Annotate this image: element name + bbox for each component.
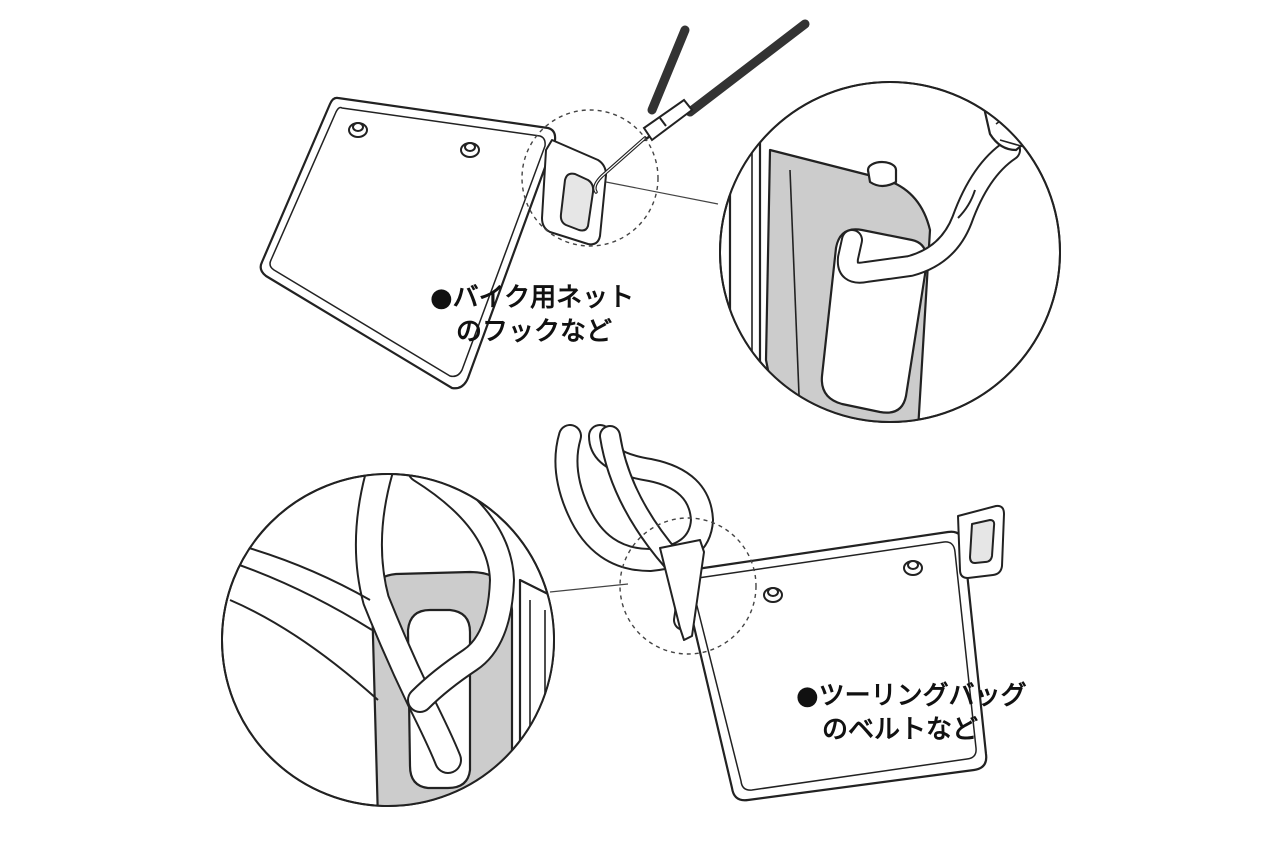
bottom-hook-bracket	[659, 539, 705, 641]
bottom-leader-line	[549, 583, 629, 593]
top-plate-bolt-2	[460, 142, 480, 158]
top-hook-bracket	[541, 139, 607, 246]
top-focus-circle	[521, 109, 659, 247]
top-hook-clip	[642, 98, 694, 142]
label-touring-bag-belt-line2: のベルトなど	[822, 714, 979, 745]
top-plate-bolt-1	[348, 122, 368, 138]
label-bike-net-hook: ●バイク用ネット のフックなど	[430, 282, 634, 350]
top-figure	[259, 19, 1061, 423]
label-bike-net-hook-line2: のフックなど	[456, 316, 613, 347]
label-touring-bag-belt-line1: ●ツーリングバッグ	[796, 681, 1027, 711]
bottom-figure	[221, 424, 1005, 807]
top-license-plate	[259, 96, 557, 390]
bottom-plate-bolt-1	[763, 587, 783, 603]
label-touring-bag-belt: ●ツーリングバッグ のベルトなど	[796, 680, 1027, 748]
top-zoom-view	[719, 81, 1061, 423]
bottom-license-plate	[682, 530, 988, 802]
bottom-focus-circle	[619, 517, 757, 655]
bottom-right-bracket	[957, 504, 1005, 579]
bottom-plate-bolt-2	[903, 560, 923, 576]
bottom-zoom-view	[221, 473, 555, 807]
top-leader-line	[605, 181, 719, 205]
label-bike-net-hook-line1: ●バイク用ネット	[430, 283, 635, 313]
